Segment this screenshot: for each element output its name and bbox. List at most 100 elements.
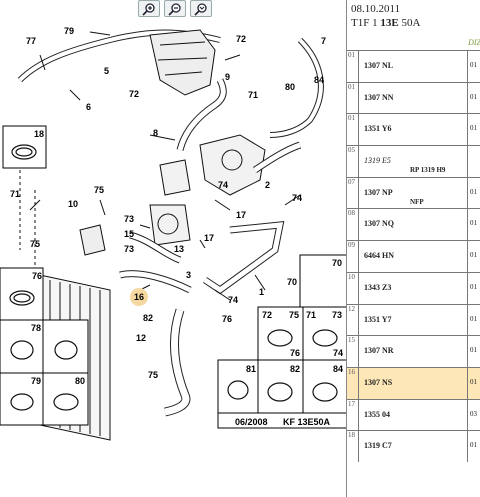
- callout-75-b[interactable]: 75: [30, 239, 40, 249]
- callout-79-b[interactable]: 79: [31, 376, 41, 386]
- part-quantity: 01: [467, 336, 480, 367]
- callout-84[interactable]: 84: [314, 75, 324, 85]
- callout-71-b[interactable]: 71: [10, 189, 20, 199]
- part-reference: 1351 Y7: [364, 314, 392, 324]
- callout-82[interactable]: 82: [143, 313, 153, 323]
- callout-70-b[interactable]: 70: [332, 258, 342, 268]
- table-row[interactable]: 16 1307 NS 01: [347, 366, 480, 399]
- part-reference: 1307 NS: [364, 377, 393, 387]
- callout-79[interactable]: 79: [64, 26, 74, 36]
- footer-code: KF 13E50A: [283, 417, 331, 427]
- exploded-parts-diagram[interactable]: 77 79 5 72 72 9 7 80 84 6 71 8 18 71 75 …: [0, 0, 346, 497]
- callout-74-d[interactable]: 74: [333, 348, 343, 358]
- part-quantity: [467, 146, 480, 177]
- callout-5[interactable]: 5: [104, 66, 109, 76]
- zoom-fit-button[interactable]: [190, 0, 212, 17]
- callout-6[interactable]: 6: [86, 102, 91, 112]
- callout-84-b[interactable]: 84: [333, 364, 343, 374]
- callout-75-d[interactable]: 75: [289, 310, 299, 320]
- list-date: 08.10.2011: [351, 3, 401, 15]
- part-quantity: 01: [467, 177, 480, 209]
- callout-70[interactable]: 70: [287, 277, 297, 287]
- callout-17-b[interactable]: 17: [204, 233, 214, 243]
- diagram-drawing: 77 79 5 72 72 9 7 80 84 6 71 8 18 71 75 …: [0, 26, 346, 441]
- callout-16[interactable]: 16: [134, 292, 144, 302]
- callout-73-c[interactable]: 73: [332, 310, 342, 320]
- callout-76-c[interactable]: 76: [290, 348, 300, 358]
- callout-15[interactable]: 15: [124, 229, 134, 239]
- callout-75-c[interactable]: 75: [148, 370, 158, 380]
- callout-80-b[interactable]: 80: [75, 376, 85, 386]
- callout-10[interactable]: 10: [68, 199, 78, 209]
- callout-72-b[interactable]: 72: [129, 89, 139, 99]
- callout-18[interactable]: 18: [34, 129, 44, 139]
- callout-1[interactable]: 1: [259, 287, 264, 297]
- callout-7[interactable]: 7: [321, 36, 326, 46]
- table-row[interactable]: 10 1343 Z3 01: [347, 271, 480, 304]
- part-reference: 1343 Z3: [364, 282, 392, 292]
- model-prefix: T1F 1: [351, 17, 381, 29]
- callout-2[interactable]: 2: [265, 180, 270, 190]
- callout-8[interactable]: 8: [153, 128, 158, 138]
- row-index: 05: [347, 146, 359, 177]
- zoom-toolbar: [138, 0, 214, 17]
- callout-76[interactable]: 76: [222, 314, 232, 324]
- callout-76-b[interactable]: 76: [32, 271, 42, 281]
- callout-17[interactable]: 17: [236, 210, 246, 220]
- row-index: 01: [347, 114, 359, 146]
- zoom-out-icon: [168, 2, 181, 16]
- part-quantity: 01: [467, 272, 480, 304]
- callout-72-c[interactable]: 72: [262, 310, 272, 320]
- callout-72[interactable]: 72: [236, 34, 246, 44]
- callout-3[interactable]: 3: [186, 270, 191, 280]
- row-index: 08: [347, 209, 359, 241]
- part-quantity: 01: [467, 367, 480, 399]
- callout-80[interactable]: 80: [285, 82, 295, 92]
- callout-13[interactable]: 13: [174, 244, 184, 254]
- table-row[interactable]: 01 1351 Y6 01: [347, 113, 480, 146]
- callout-81[interactable]: 81: [246, 364, 256, 374]
- callout-12[interactable]: 12: [136, 333, 146, 343]
- callout-9[interactable]: 9: [225, 72, 230, 82]
- part-reference: 1307 NR: [364, 346, 394, 356]
- part-quantity: 01: [467, 241, 480, 272]
- zoom-out-button[interactable]: [164, 0, 186, 17]
- part-reference: 1307 NN: [364, 92, 394, 102]
- row-index: 10: [347, 272, 359, 304]
- callout-73[interactable]: 73: [124, 214, 134, 224]
- callout-77[interactable]: 77: [26, 36, 36, 46]
- callout-74-b[interactable]: 74: [292, 193, 302, 203]
- part-quantity: 01: [467, 114, 480, 146]
- part-reference: 1307 NL: [364, 61, 394, 70]
- row-index: 18: [347, 431, 359, 462]
- part-note: RP 1319 H9: [410, 166, 446, 175]
- callout-73-b[interactable]: 73: [124, 244, 134, 254]
- row-index: 16: [347, 367, 359, 399]
- callout-75[interactable]: 75: [94, 185, 104, 195]
- callout-71[interactable]: 71: [248, 90, 258, 100]
- part-reference: 1351 Y6: [364, 124, 392, 134]
- part-reference: 1319 C7: [364, 441, 392, 451]
- row-index: 17: [347, 399, 359, 431]
- callout-78[interactable]: 78: [31, 323, 41, 333]
- row-index: 07: [347, 177, 359, 209]
- model-suffix: 50A: [398, 17, 421, 29]
- part-reference: 1307 NP: [364, 187, 393, 197]
- callout-71-c[interactable]: 71: [306, 310, 316, 320]
- callout-74-c[interactable]: 74: [228, 295, 238, 305]
- zoom-in-button[interactable]: [138, 0, 160, 17]
- row-index: 12: [347, 304, 359, 336]
- callout-82-b[interactable]: 82: [290, 364, 300, 374]
- callout-74[interactable]: 74: [218, 180, 228, 190]
